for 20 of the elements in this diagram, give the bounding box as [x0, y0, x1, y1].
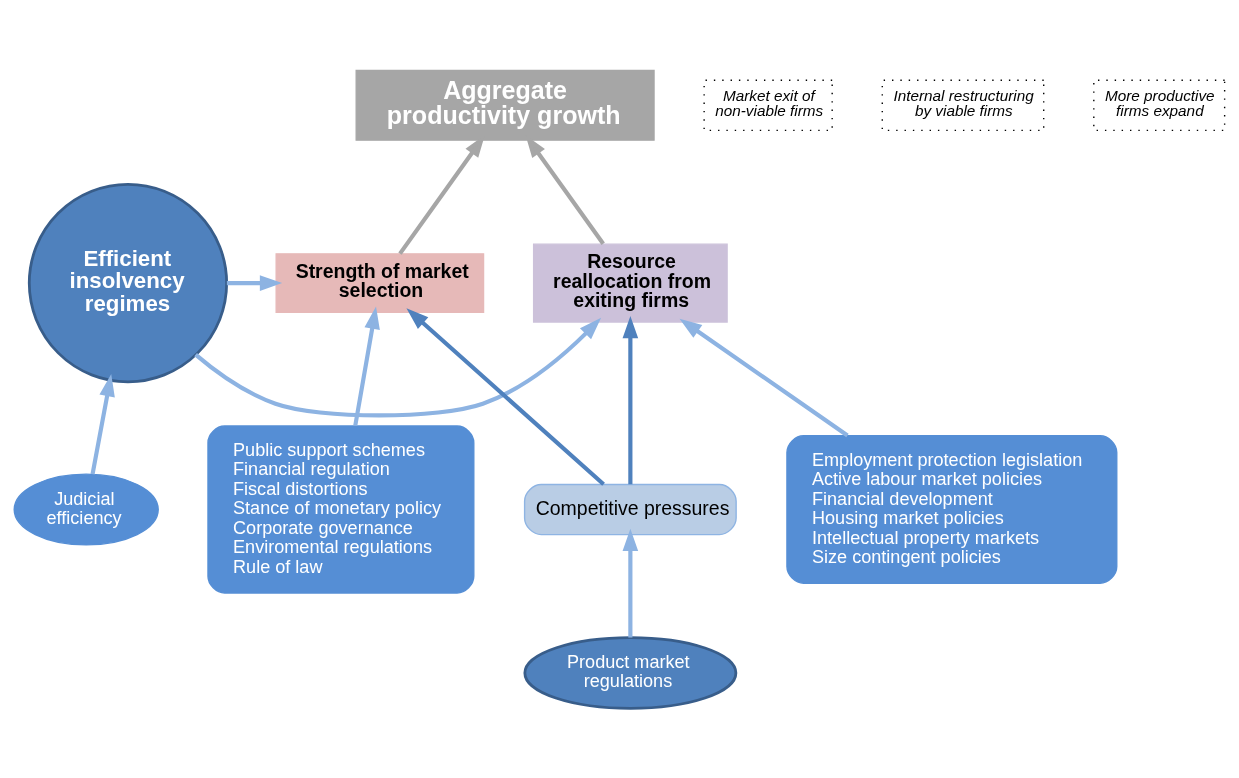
arrow [406, 307, 605, 486]
arrow [679, 318, 849, 437]
arrow [622, 315, 639, 484]
arrow [226, 274, 283, 291]
node-box: Competitive pressures [523, 483, 737, 535]
node-box: Employment protection legislation Active labour market policies Financial development Housing market policies Intellectual property markets Size contingent policies [786, 434, 1118, 584]
node-box: Strength of market selection [275, 252, 485, 313]
node-box: Internal restructuring by viable firms [881, 79, 1045, 131]
arrow [194, 317, 602, 417]
node-box: Aggregate productivity growth [355, 69, 655, 141]
node-box: Market exit of non-viable firms [703, 79, 833, 131]
arrow [622, 528, 639, 638]
node-ellipse: Product market regulations [523, 635, 738, 710]
arrow [353, 306, 380, 426]
node-circle: Efficient insolvency regimes [27, 182, 229, 383]
node-box: More productive firms expand [1093, 79, 1226, 131]
node-box: Resource reallocation from exiting firms [532, 242, 728, 323]
node-ellipse: Judicial efficiency [13, 473, 159, 546]
arrow [90, 373, 115, 475]
node-box: Public support schemes Financial regulation Fiscal distortions Stance of monetary policy Corporate governance Enviromental regulations Rule of law [207, 424, 475, 594]
